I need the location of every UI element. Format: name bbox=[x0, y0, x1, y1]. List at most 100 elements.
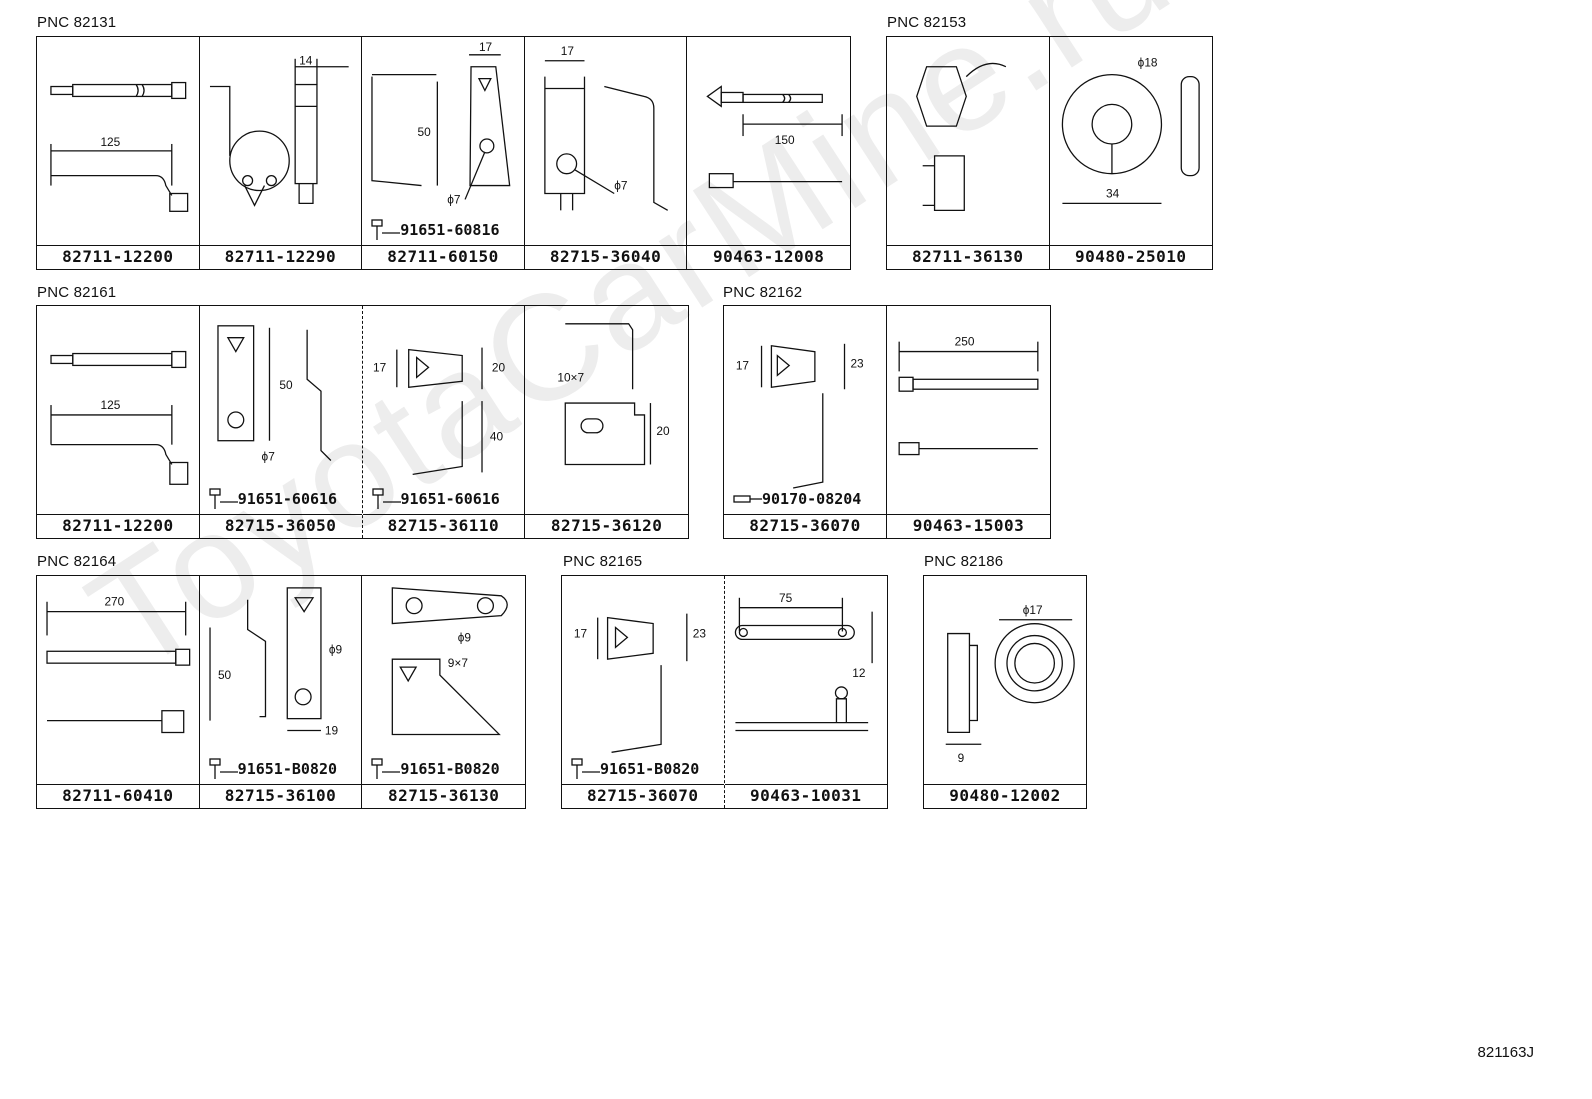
bracket-drawing: ϕ9 9×7 bbox=[362, 576, 525, 784]
bracket-drawing: 17 23 bbox=[724, 306, 886, 514]
part-cell[interactable]: 17 20 40 91651-60616 82715-36110 bbox=[362, 306, 526, 538]
clip-drawing: 14 bbox=[200, 37, 362, 245]
part-number[interactable]: 82711-60150 bbox=[362, 245, 524, 269]
part-cell[interactable]: 75 12 90463-10031 bbox=[724, 576, 888, 808]
bolt-part-number: 91651-B0820 bbox=[600, 760, 700, 778]
dim-label: ϕ7 bbox=[261, 450, 274, 464]
part-number[interactable]: 82715-36120 bbox=[525, 514, 688, 538]
pnc-label: PNC 82164 bbox=[37, 553, 117, 570]
part-cell[interactable]: 270 82711-60410 bbox=[37, 576, 200, 808]
dim-label: 20 bbox=[657, 424, 671, 438]
part-number[interactable]: 90480-12002 bbox=[924, 784, 1086, 808]
part-number[interactable]: 90463-12008 bbox=[687, 245, 850, 269]
part-cell[interactable]: 250 90463-15003 bbox=[887, 306, 1050, 538]
dim-label: 9 bbox=[958, 751, 965, 765]
dim-label: ϕ7 bbox=[447, 192, 460, 206]
dim-label: 50 bbox=[418, 125, 432, 139]
part-cell[interactable]: 82711-36130 bbox=[887, 37, 1050, 269]
part-cell[interactable]: 50 ϕ9 19 91651-B0820 82715-36100 bbox=[199, 576, 363, 808]
dim-label: 40 bbox=[489, 430, 503, 444]
part-number[interactable]: 82711-60410 bbox=[37, 784, 199, 808]
bolt-callout[interactable]: 91651-60816 bbox=[370, 219, 500, 241]
bracket-drawing: 50 17 ϕ7 bbox=[362, 37, 524, 245]
cable-tie-drawing: 150 bbox=[687, 37, 850, 245]
dim-label: 10×7 bbox=[558, 370, 585, 384]
dim-label: 23 bbox=[693, 626, 707, 640]
bracket-drawing: 10×7 20 bbox=[525, 306, 688, 514]
bolt-callout[interactable]: 91651-B0820 bbox=[370, 758, 500, 780]
pnc-label: PNC 82153 bbox=[887, 14, 967, 31]
part-number[interactable]: 82715-36110 bbox=[362, 514, 525, 538]
part-cell[interactable]: 17 ϕ7 82715-36040 bbox=[524, 37, 688, 269]
dim-label: 9×7 bbox=[448, 656, 468, 670]
dim-label: 34 bbox=[1105, 186, 1119, 200]
bracket-drawing: 17 ϕ7 bbox=[525, 37, 687, 245]
part-number[interactable]: 82711-36130 bbox=[887, 245, 1049, 269]
dim-label: 50 bbox=[279, 378, 293, 392]
pnc-label: PNC 82162 bbox=[723, 284, 803, 301]
dim-label: ϕ9 bbox=[458, 630, 472, 644]
pnc-label: PNC 82165 bbox=[563, 553, 643, 570]
bracket-drawing: 17 20 40 bbox=[363, 306, 525, 514]
part-number[interactable]: 90463-10031 bbox=[724, 784, 887, 808]
parts-group-82165: 17 23 91651-B0820 82715-36070 75 12 9046… bbox=[561, 575, 888, 809]
bolt-icon bbox=[371, 758, 401, 779]
bolt-callout[interactable]: 90170-08204 bbox=[732, 488, 861, 510]
dim-label: 20 bbox=[491, 360, 505, 374]
pnc-label: PNC 82131 bbox=[37, 14, 117, 31]
part-number[interactable]: 82711-12290 bbox=[199, 245, 362, 269]
dim-label: 270 bbox=[104, 595, 124, 609]
part-cell[interactable]: 125 82711-12200 bbox=[37, 37, 200, 269]
part-number[interactable]: 82715-36100 bbox=[199, 784, 362, 808]
parts-group-82164: 270 82711-60410 50 ϕ9 19 91651-B0820 827… bbox=[36, 575, 526, 809]
part-cell[interactable]: ϕ17 9 ϕ17 90480-12002 bbox=[924, 576, 1086, 808]
part-number[interactable]: 82711-12200 bbox=[37, 245, 199, 269]
cable-tie-drawing: 250 bbox=[887, 306, 1050, 514]
bolt-part-number: 91651-B0820 bbox=[237, 760, 338, 778]
clip-drawing bbox=[887, 37, 1049, 245]
bolt-callout[interactable]: 91651-60616 bbox=[208, 488, 337, 510]
bracket-drawing: 50 ϕ7 bbox=[200, 306, 362, 514]
part-cell[interactable]: 10×7 20 82715-36120 bbox=[525, 306, 688, 538]
part-cell[interactable]: 125 82711-12200 bbox=[37, 306, 200, 538]
dim-label: 250 bbox=[955, 335, 975, 349]
part-cell[interactable]: 17 23 90170-08204 82715-36070 bbox=[724, 306, 887, 538]
cable-tie-drawing: 125 bbox=[37, 37, 199, 245]
part-cell[interactable]: 50 17 ϕ7 91651-60816 82711-60150 bbox=[362, 37, 525, 269]
dim-label: ϕ17 bbox=[1023, 603, 1043, 617]
dim-label: 125 bbox=[100, 135, 120, 149]
bolt-part-number: 90170-08204 bbox=[762, 490, 862, 508]
part-number[interactable]: 82715-36070 bbox=[724, 514, 886, 538]
bolt-icon bbox=[209, 488, 238, 509]
part-number[interactable]: 82715-36130 bbox=[362, 784, 526, 808]
part-cell[interactable]: 17 23 91651-B0820 82715-36070 bbox=[562, 576, 725, 808]
part-number[interactable]: 82715-36050 bbox=[199, 514, 362, 538]
bolt-callout[interactable]: 91651-B0820 bbox=[208, 758, 337, 780]
part-cell[interactable]: 14 82711-12290 bbox=[199, 37, 363, 269]
dim-label: 17 bbox=[736, 359, 749, 373]
bolt-callout[interactable]: 91651-60616 bbox=[371, 488, 500, 510]
part-cell[interactable]: ϕ18 34 90480-25010 bbox=[1049, 37, 1213, 269]
part-number[interactable]: 82711-12200 bbox=[37, 514, 199, 538]
dim-label: 19 bbox=[325, 723, 339, 737]
dim-label: ϕ18 bbox=[1137, 56, 1157, 70]
clamp-drawing: 75 12 bbox=[725, 576, 888, 784]
parts-group-82153: 82711-36130 ϕ18 34 90480-25010 bbox=[886, 36, 1213, 270]
part-cell[interactable]: ϕ9 9×7 91651-B0820 82715-36130 bbox=[362, 576, 526, 808]
parts-group-82186: ϕ17 9 ϕ17 90480-12002 bbox=[923, 575, 1087, 809]
part-number[interactable]: 82715-36040 bbox=[524, 245, 687, 269]
dim-label: 75 bbox=[779, 591, 793, 605]
part-number[interactable]: 90480-25010 bbox=[1049, 245, 1212, 269]
part-cell[interactable]: 50 ϕ7 91651-60616 82715-36050 bbox=[199, 306, 363, 538]
bolt-callout[interactable]: 91651-B0820 bbox=[570, 758, 699, 780]
dim-label: 17 bbox=[561, 44, 574, 58]
grommet-drawing: ϕ18 34 bbox=[1050, 37, 1213, 245]
bolt-part-number: 91651-B0820 bbox=[400, 760, 500, 778]
part-number[interactable]: 90463-15003 bbox=[887, 514, 1050, 538]
part-cell[interactable]: 150 90463-12008 bbox=[687, 37, 850, 269]
bolt-icon bbox=[371, 219, 401, 240]
bolt-part-number: 91651-60816 bbox=[400, 221, 500, 239]
parts-group-82162: 17 23 90170-08204 82715-36070 250 90463-… bbox=[723, 305, 1051, 539]
part-number[interactable]: 82715-36070 bbox=[562, 784, 724, 808]
bolt-icon bbox=[209, 758, 238, 779]
